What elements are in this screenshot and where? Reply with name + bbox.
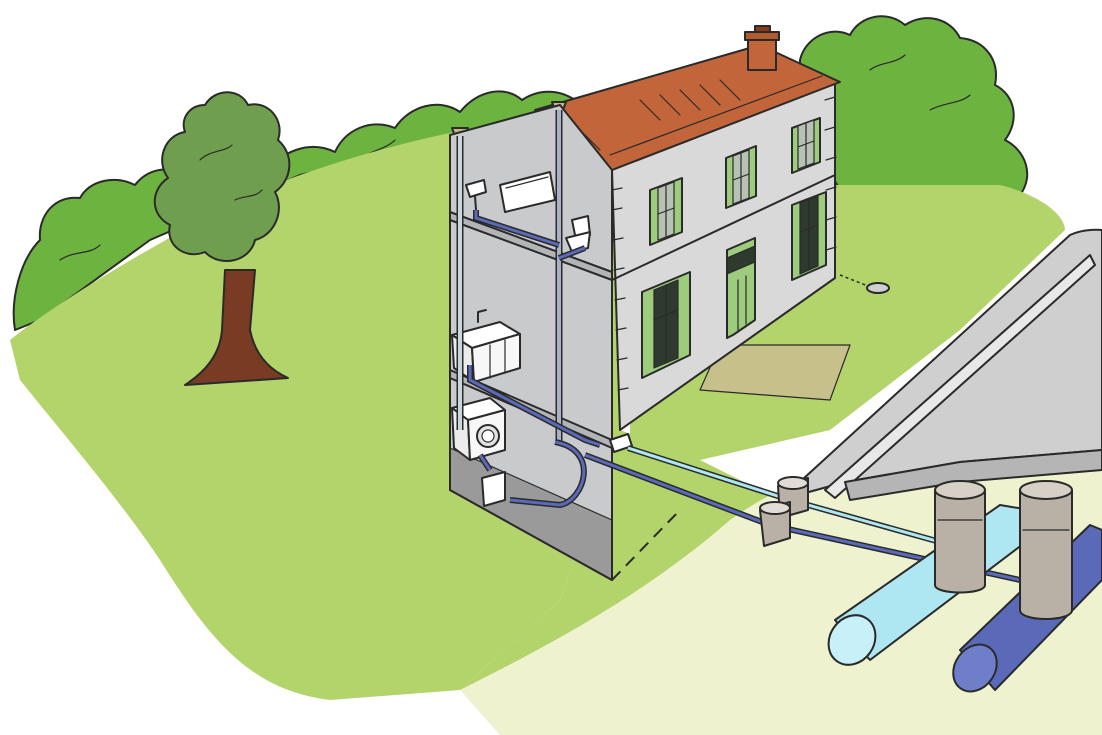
floor-trap-box [482, 472, 505, 506]
inspection-chamber-waste [760, 502, 790, 546]
manhole-icon [935, 481, 985, 593]
chimney-icon [745, 26, 779, 70]
manhole-icon-2 [1020, 481, 1072, 619]
